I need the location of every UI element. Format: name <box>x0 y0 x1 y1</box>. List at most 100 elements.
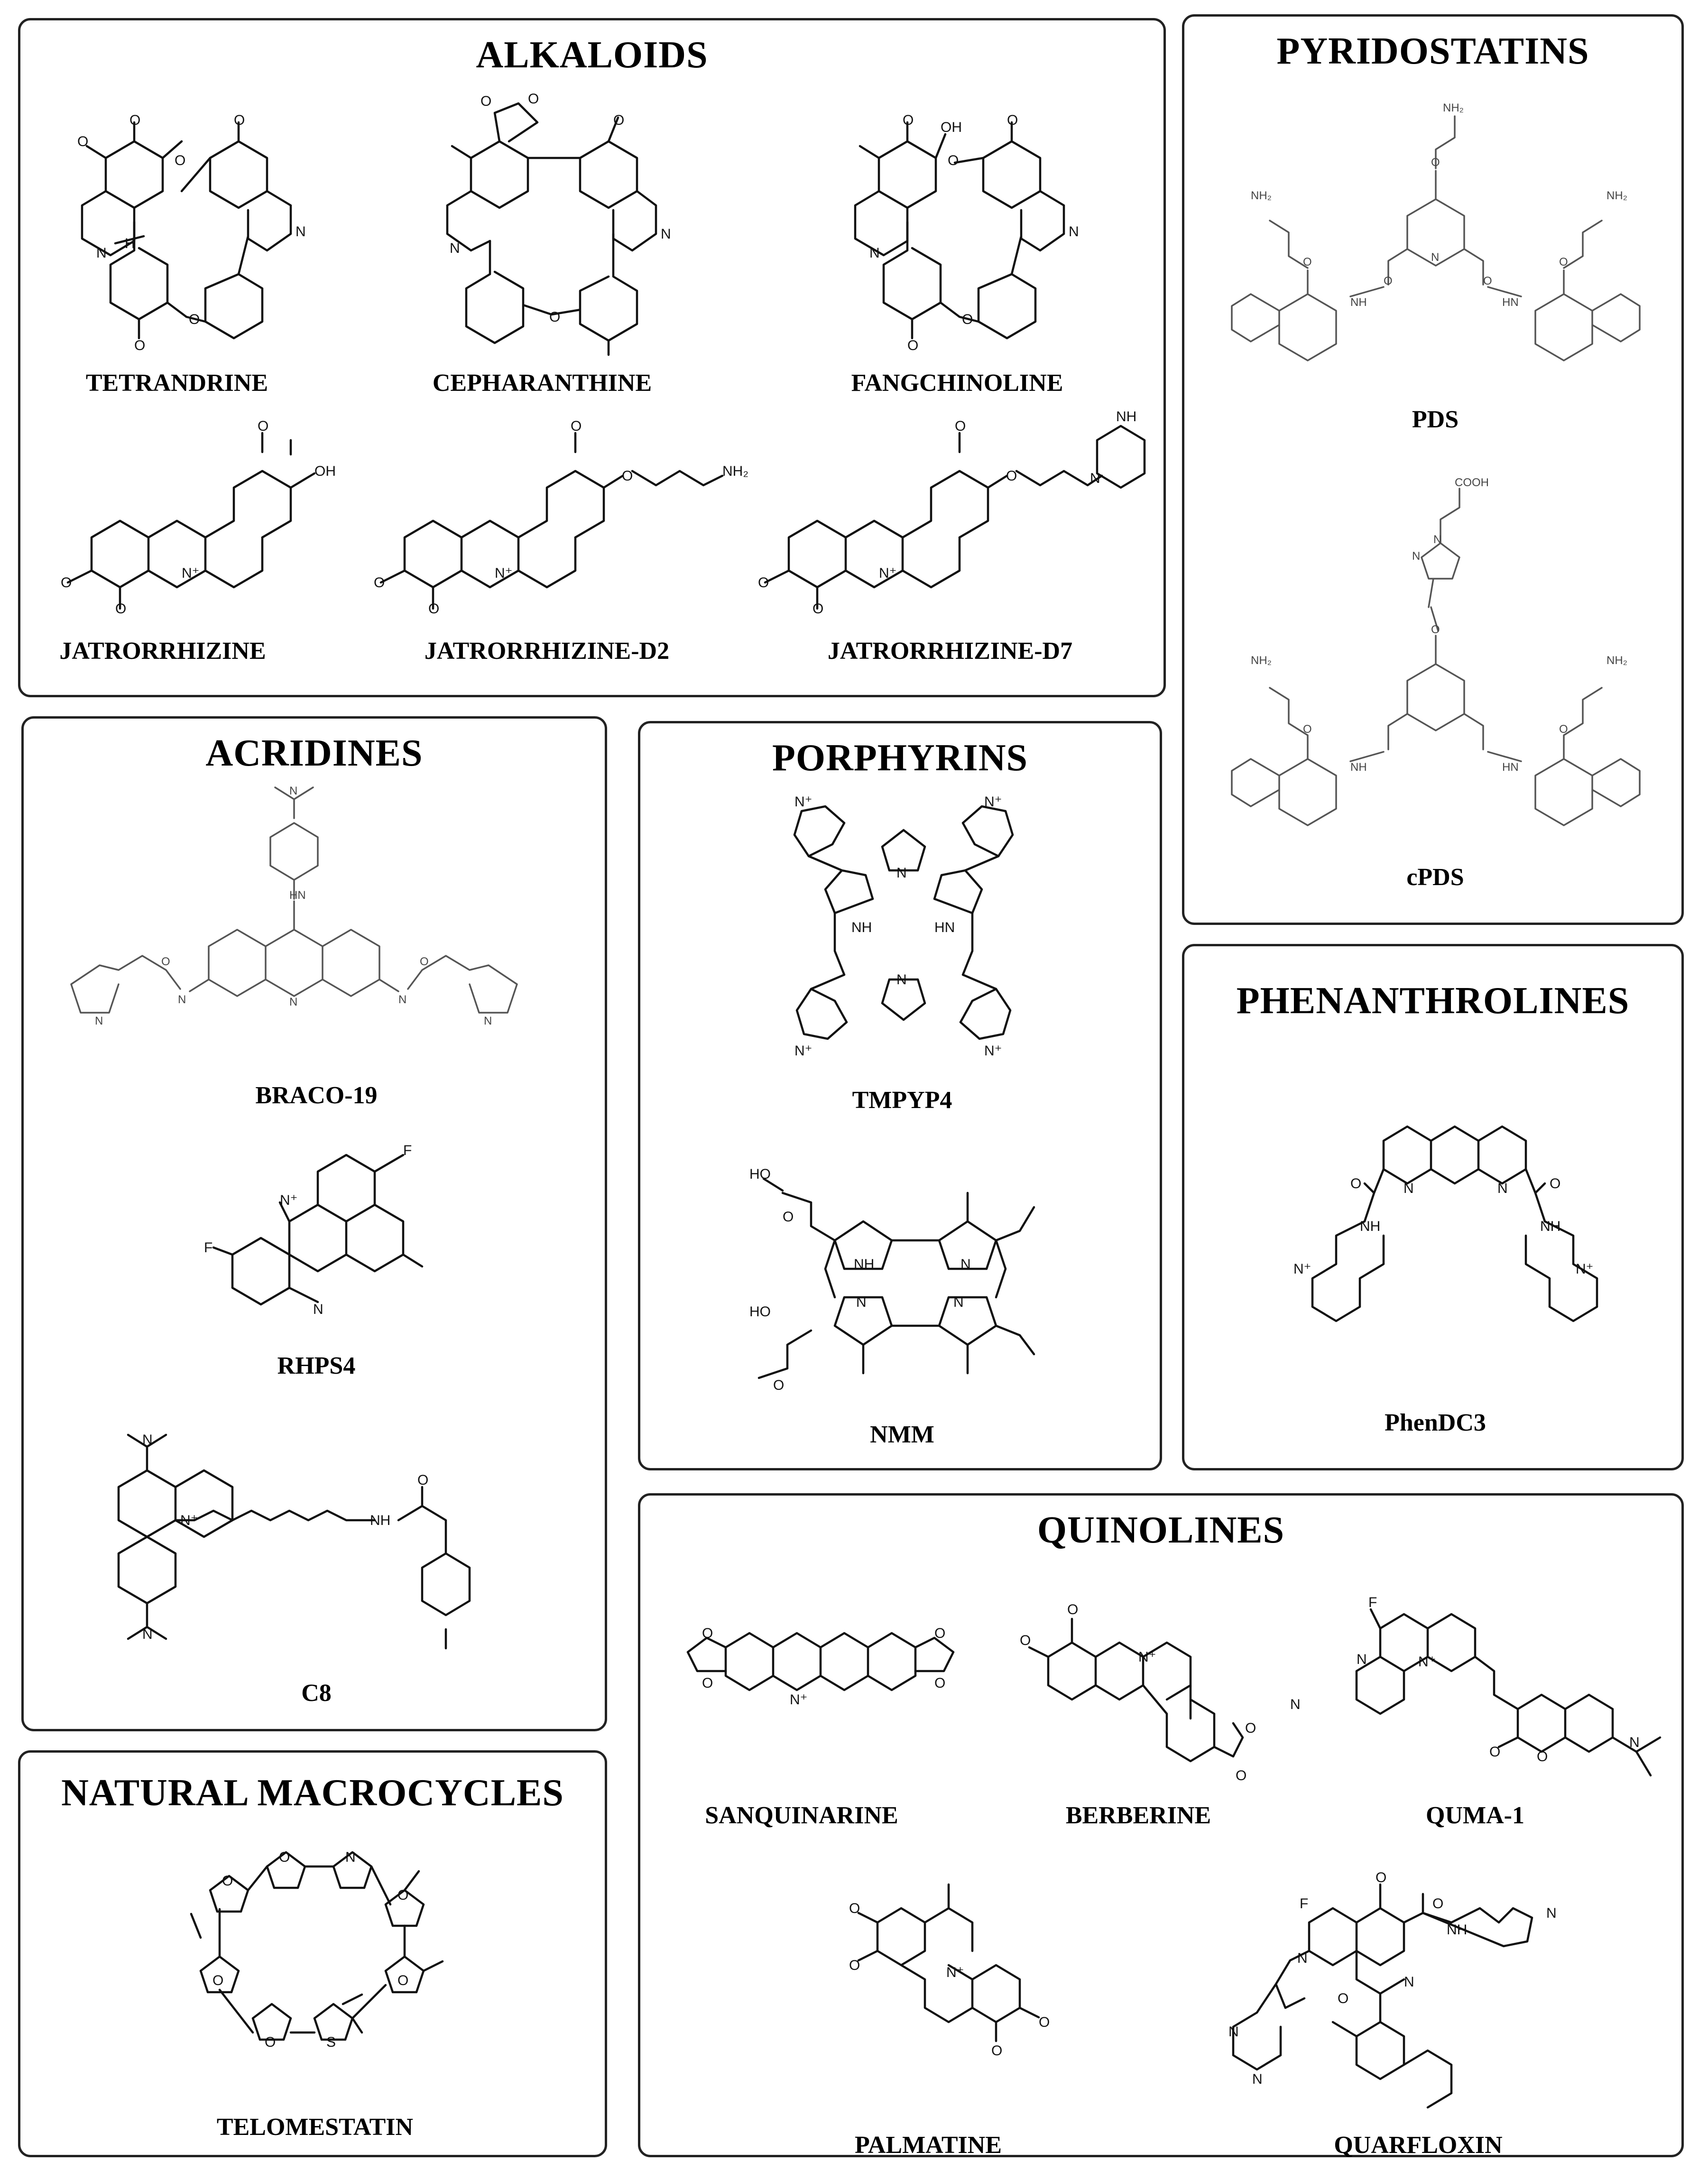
rhps4-structure: F F N⁺ N <box>204 1143 451 1317</box>
atom-label: NH <box>370 1513 390 1528</box>
atom-label: N <box>896 865 907 881</box>
alkaloids-panel: ALKALOIDS O N N H O O O O O TETRANDRINE … <box>18 18 1166 697</box>
atom-label: O <box>1537 1749 1548 1765</box>
atom-label: N <box>1069 224 1079 240</box>
compound-label-fangchinoline: FANGCHINOLINE <box>851 370 1063 397</box>
berberine-structure: N⁺ O O O O <box>1020 1602 1256 1783</box>
atom-label: O <box>1376 1870 1386 1885</box>
telomestatin-structure: O O N O O S O O <box>172 1849 466 2050</box>
tmpyp4-structure: N N NH HN N⁺ N⁺ N⁺ N⁺ <box>749 794 1058 1059</box>
atom-label: O <box>417 1472 428 1488</box>
atom-label: O <box>1303 723 1312 736</box>
natural-macrocycles-panel: NATURAL MACROCYCLES O O N O O S O O TELO… <box>18 1750 607 2157</box>
atom-label: NH <box>1540 1219 1560 1234</box>
quarfloxin-structure: F O N O O NH N N N N <box>1228 1870 1557 2098</box>
atom-label: N <box>1433 533 1441 546</box>
jatrorrhizine-structure: N⁺ OH O O O <box>61 418 336 617</box>
atom-label: N <box>953 1294 964 1310</box>
alkaloids-title: ALKALOIDS <box>476 34 708 76</box>
atom-label: N <box>1290 1697 1301 1712</box>
atom-label: NH <box>1350 296 1367 309</box>
compound-label-pds: PDS <box>1412 406 1459 433</box>
atom-label: O <box>1483 275 1492 287</box>
acridines-panel: ACRIDINES HN N N N N O O N N BRACO-19 F … <box>21 716 607 1731</box>
atom-label: O <box>115 601 126 617</box>
atom-label: O <box>549 309 560 325</box>
atom-label: N⁺ <box>180 1513 198 1528</box>
atom-label: O <box>702 1675 713 1691</box>
cpds-structure: COOH N N O NH₂ NH₂ O O NH HN <box>1232 476 1640 851</box>
atom-label: N⁺ <box>1576 1261 1594 1277</box>
atom-label: O <box>374 575 385 591</box>
atom-label: N <box>896 972 907 988</box>
atom-label: O <box>1431 156 1440 169</box>
atom-label: O <box>175 153 185 168</box>
quinolines-panel: QUINOLINES N⁺ O O O O SANQUINARINE N⁺ O … <box>638 1493 1684 2159</box>
compound-label-quma-1: QUMA-1 <box>1426 1802 1524 1829</box>
atom-label: O <box>962 312 973 327</box>
atom-label: N⁺ <box>1293 1261 1311 1277</box>
atom-label: N <box>1357 1652 1367 1667</box>
atom-label: OH <box>941 120 962 135</box>
atom-label: N <box>1252 2071 1263 2087</box>
atom-label: O <box>622 468 633 484</box>
atom-label: O <box>1338 1991 1348 2006</box>
compound-label-jatrorrhizine-d2: JATRORRHIZINE-D2 <box>424 637 670 665</box>
atom-label: F <box>204 1240 212 1256</box>
atom-label: NH <box>1447 1922 1467 1938</box>
atom-label: N⁺ <box>879 565 897 581</box>
atom-label: N <box>869 245 880 261</box>
atom-label: N⁺ <box>794 1043 812 1059</box>
pyridostatins-panel: PYRIDOSTATINS NH₂ O NH₂ NH₂ O O NH HN O … <box>1182 14 1684 925</box>
atom-label: N <box>1546 1905 1557 1921</box>
compound-label-cepharanthine: CEPHARANTHINE <box>432 370 652 397</box>
atom-label: O <box>189 312 200 327</box>
compound-label-rhps4: RHPS4 <box>277 1352 356 1379</box>
compound-label-c8: C8 <box>301 1680 332 1707</box>
atom-label: O <box>129 112 140 128</box>
compound-label-telomestatin: TELOMESTATIN <box>216 2114 414 2141</box>
atom-label: N <box>1090 471 1100 486</box>
atom-label: N <box>345 1849 356 1865</box>
atom-label: N <box>178 993 186 1006</box>
tetrandrine-structure: O N N H O O O O O <box>77 112 306 353</box>
phenanthrolines-title: PHENANTHROLINES <box>1236 980 1630 1022</box>
atom-label: NH₂ <box>1606 189 1627 202</box>
atom-label: O <box>61 575 72 591</box>
atom-label: O <box>1432 1896 1443 1912</box>
atom-label: HO <box>749 1304 771 1320</box>
fangchinoline-structure: OH O N N O O O O <box>827 112 1079 353</box>
atom-label: N <box>1412 550 1420 563</box>
atom-label: O <box>773 1377 784 1393</box>
atom-label: O <box>955 418 966 434</box>
atom-label: N <box>1404 1974 1414 1990</box>
atom-label: HN <box>1502 296 1519 309</box>
atom-label: N⁺ <box>984 794 1002 810</box>
atom-label: HO <box>749 1166 771 1182</box>
atom-label: N <box>1297 1950 1308 1966</box>
atom-label: O <box>934 1626 945 1641</box>
atom-label: N <box>1431 251 1439 264</box>
atom-label: O <box>397 1973 408 1988</box>
atom-label: O <box>77 134 88 149</box>
atom-label: O <box>1384 275 1393 287</box>
atom-label: N⁺ <box>984 1043 1002 1059</box>
atom-label: N⁺ <box>1418 1654 1436 1670</box>
atom-label: N <box>295 224 306 240</box>
compound-label-phendc3: PhenDC3 <box>1385 1409 1486 1436</box>
pds-structure: NH₂ O NH₂ NH₂ O O NH HN O O N <box>1232 102 1640 382</box>
braco-19-structure: HN N N N N O O N N <box>66 785 569 1027</box>
atom-label: O <box>279 1849 290 1865</box>
atom-label: O <box>1489 1744 1500 1760</box>
atom-label: O <box>1350 1176 1361 1192</box>
phendc3-structure: N N O O NH NH N⁺ N⁺ <box>1293 1098 1588 1345</box>
atom-label: N <box>142 1432 153 1448</box>
atom-label: O <box>265 2034 276 2050</box>
atom-label: N <box>96 245 107 261</box>
atom-label: NH <box>854 1256 874 1272</box>
atom-label: N <box>484 1015 492 1027</box>
quma-1-structure: F N⁺ N N O O N <box>1290 1595 1674 1780</box>
atom-label: NH₂ <box>722 463 748 479</box>
atom-label: N <box>856 1294 867 1310</box>
atom-label: N <box>289 785 297 797</box>
